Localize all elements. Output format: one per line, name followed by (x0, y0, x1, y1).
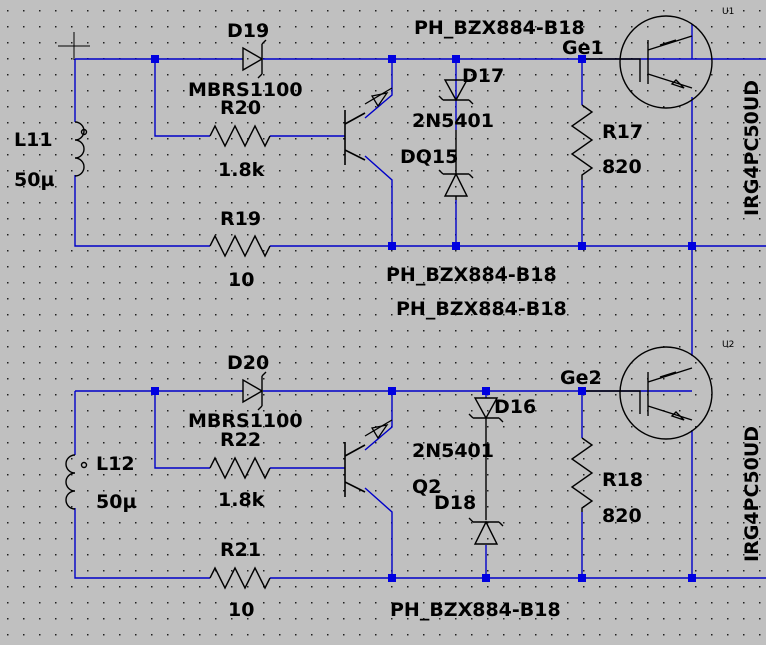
inductor-l12[interactable] (65, 454, 88, 510)
zener-d18[interactable] (468, 517, 504, 545)
q-lower-ref: Q2 (412, 476, 441, 498)
d19-ref: D19 (227, 20, 269, 42)
net-ge2: Ge2 (560, 367, 602, 389)
r18-value: 820 (602, 505, 642, 527)
zener-d17[interactable] (438, 79, 474, 105)
crosshair-cursor (58, 32, 90, 60)
q-upper-model: 2N5401 (412, 110, 494, 132)
transistor-lower[interactable] (344, 419, 393, 497)
r19-ref: R19 (220, 208, 261, 230)
igbt-u1[interactable] (582, 15, 713, 109)
transistor-upper[interactable] (344, 87, 393, 165)
d18-model: PH_BZX884-B18 (390, 599, 561, 621)
zener-upper-second-model: PH_BZX884-B18 (386, 264, 557, 286)
upper-junctions (151, 55, 696, 250)
lower-stage: L12 50µ D20 MBRS1100 R22 1.8k R21 10 2N5… (65, 324, 766, 621)
diode-d20[interactable] (242, 371, 267, 411)
d20-ref: D20 (227, 352, 269, 374)
igbt-u2[interactable] (582, 346, 713, 440)
l12-value: 50µ (96, 491, 136, 513)
r17-ref: R17 (602, 121, 643, 143)
r20-ref: R20 (220, 97, 261, 119)
resistor-r20[interactable] (209, 124, 271, 148)
q-lower-model: 2N5401 (412, 440, 494, 462)
upper-wires (74, 24, 766, 324)
l11-ref: L11 (14, 129, 53, 151)
zener-d16[interactable] (468, 397, 504, 520)
zener-upper-second[interactable] (438, 130, 474, 200)
r17-value: 820 (602, 156, 642, 178)
l11-value: 50µ (14, 169, 54, 191)
d17-ref: D17 (462, 65, 504, 87)
d19-model: MBRS1100 (188, 79, 303, 101)
lower-junctions (151, 387, 696, 582)
r18-ref: R18 (602, 469, 643, 491)
diode-d19[interactable] (242, 39, 267, 79)
l12-ref: L12 (96, 453, 135, 475)
resistor-r17[interactable] (570, 104, 594, 180)
d16-ref: D16 (494, 396, 536, 418)
r20-value: 1.8k (218, 159, 265, 181)
d20-model: MBRS1100 (188, 410, 303, 432)
d18-ref: D18 (434, 492, 476, 514)
u2-model: IRG4PC50UD (741, 426, 763, 562)
u2-ref: U2 (722, 340, 734, 350)
r22-ref: R22 (220, 429, 261, 451)
resistor-r22[interactable] (209, 456, 271, 480)
r21-ref: R21 (220, 539, 261, 561)
d17-model: PH_BZX884-B18 (414, 17, 585, 39)
resistor-r21[interactable] (209, 566, 271, 590)
upper-stage: L11 50µ D19 MBRS1100 R20 1.8k R19 10 2N5… (14, 7, 766, 324)
r22-value: 1.8k (218, 489, 265, 511)
r21-value: 10 (228, 599, 254, 621)
resistor-r19[interactable] (209, 234, 271, 258)
r19-value: 10 (228, 269, 254, 291)
resistor-r18[interactable] (570, 437, 594, 512)
zener-lower-second-model-top: PH_BZX884-B18 (396, 298, 567, 320)
u1-model: IRG4PC50UD (741, 80, 763, 216)
q-upper-ref: DQ15 (400, 146, 458, 168)
u1-ref: U1 (722, 7, 734, 17)
net-ge1: Ge1 (562, 37, 604, 59)
inductor-l11[interactable] (74, 121, 88, 177)
